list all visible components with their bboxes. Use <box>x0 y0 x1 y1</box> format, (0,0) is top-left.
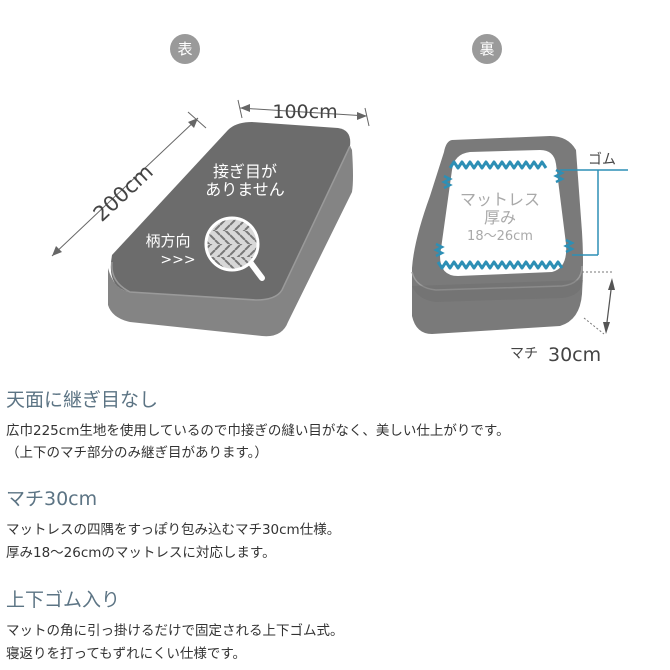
back-sheet-diagram: ゴム マチ 30cm マットレス 厚み 18〜26cm <box>411 136 628 366</box>
front-badge: 表 <box>170 34 200 64</box>
section-text-seamless-1: 広巾225cm生地を使用しているので巾接ぎの縫い目がなく、美しい仕上がりです。 <box>6 423 510 439</box>
gusset-dimension <box>582 271 615 335</box>
section-text-elastic-2: 寝返りを打ってもずれにくい仕様です。 <box>6 646 247 662</box>
front-top-face <box>110 122 351 300</box>
elastic-top <box>448 160 548 170</box>
elastic-label: ゴム <box>588 151 616 168</box>
section-title-gusset: マチ30cm <box>6 488 98 510</box>
mattress-label-2: 厚み <box>484 208 516 227</box>
width-label: 100cm <box>272 101 337 123</box>
length-dimension <box>51 111 207 257</box>
section-text-gusset-2: 厚み18〜26cmのマットレスに対応します。 <box>6 545 276 561</box>
mattress-label-3: 18〜26cm <box>467 229 533 244</box>
section-title-elastic: 上下ゴム入り <box>6 589 121 611</box>
back-badge: 裏 <box>472 34 502 64</box>
pattern-label: 柄方向 <box>145 232 190 250</box>
section-text-seamless-2: （上下のマチ部分のみ継ぎ目があります。） <box>6 445 268 461</box>
back-inner-area <box>440 150 567 276</box>
gusset-label: マチ <box>510 346 538 362</box>
front-sheet-diagram: 100cm 200cm 接ぎ目が ありません 柄方向 >>> <box>51 99 370 337</box>
section-text-gusset-1: マットレスの四隅をすっぽり包み込むマチ30cm仕様。 <box>6 522 341 538</box>
section-text-elastic-1: マットの角に引っ掛けるだけで固定される上下ゴム式。 <box>6 623 344 639</box>
seamless-label-1: 接ぎ目が <box>213 162 277 181</box>
elastic-bottom <box>436 260 564 270</box>
mattress-label-1: マットレス <box>460 190 540 209</box>
pattern-arrows: >>> <box>160 252 195 268</box>
elastic-callout <box>560 169 628 256</box>
length-label: 200cm <box>89 160 158 227</box>
front-side-face <box>108 146 353 337</box>
pattern-magnifier-icon <box>204 216 265 281</box>
seamless-label-2: ありません <box>205 180 285 199</box>
gusset-value: 30cm <box>548 344 601 366</box>
width-dimension <box>237 99 370 127</box>
section-title-seamless: 天面に継ぎ目なし <box>6 389 159 411</box>
